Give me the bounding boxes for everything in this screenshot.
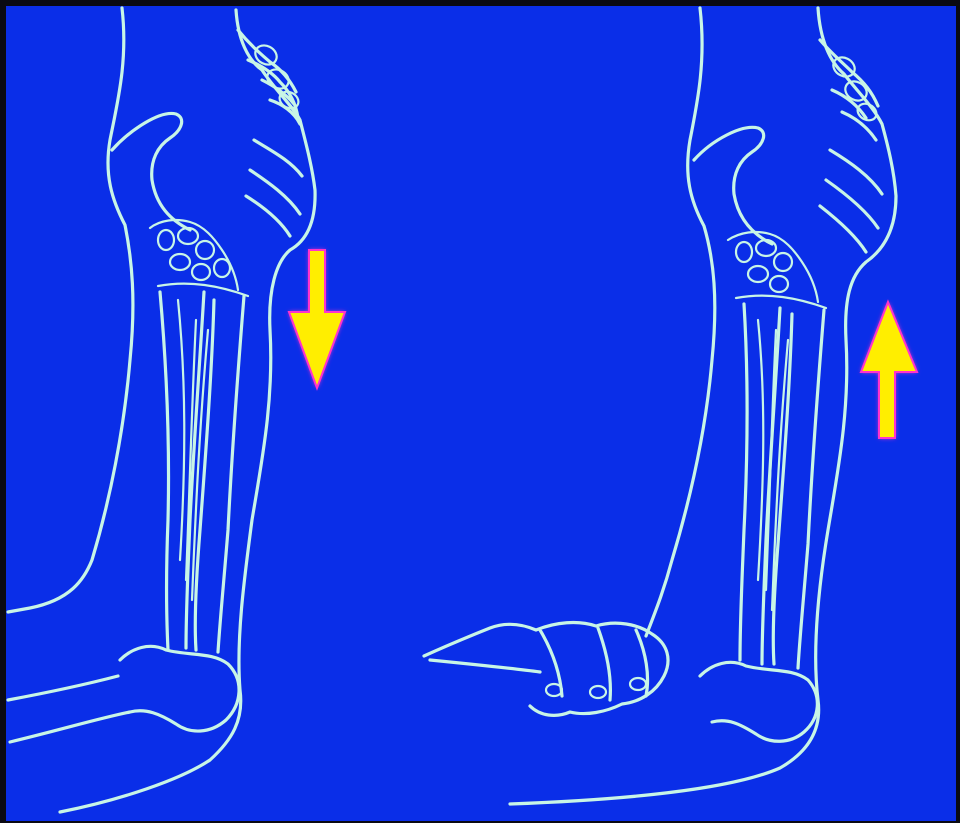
background-panel [6, 6, 956, 821]
